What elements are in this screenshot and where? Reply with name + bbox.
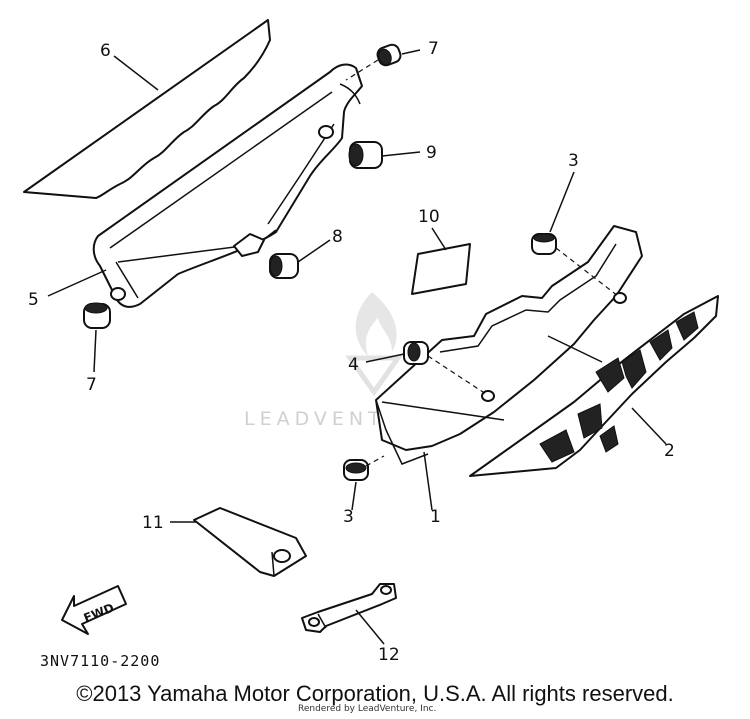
callout-6: 6 — [100, 41, 111, 61]
fwd-arrow: FWD — [61, 585, 127, 635]
rendered-by-note: Rendered by LeadVenture, Inc. — [298, 704, 437, 714]
part-3-grommet-bottom[interactable] — [343, 459, 369, 481]
part-10-label[interactable] — [411, 243, 471, 295]
part-1-side-cover[interactable] — [375, 225, 643, 465]
callout-11: 11 — [142, 513, 164, 533]
part-code: 3NV7110-2200 — [40, 652, 160, 670]
copyright-notice: ©2013 Yamaha Motor Corporation, U.S.A. A… — [76, 681, 674, 706]
callout-10: 10 — [418, 207, 440, 227]
callout-8: 8 — [332, 227, 343, 247]
part-8-grommet[interactable] — [269, 253, 299, 279]
part-3-grommet-top[interactable] — [531, 233, 557, 255]
part-9-damper[interactable] — [348, 141, 383, 169]
part-11-cushion[interactable] — [193, 507, 307, 577]
part-5-bracket[interactable] — [92, 63, 363, 308]
callout-5: 5 — [28, 290, 39, 310]
callout-9: 9 — [426, 143, 437, 163]
callout-4: 4 — [348, 355, 359, 375]
part-7-grommet-top[interactable] — [376, 43, 403, 67]
part-6-strip[interactable] — [23, 19, 271, 199]
callout-2: 2 — [664, 441, 675, 461]
part-12-bracket-arm[interactable] — [301, 583, 397, 633]
part-4-grommet[interactable] — [403, 341, 429, 365]
watermark-logo — [345, 292, 403, 397]
callout-3-bottom: 3 — [343, 507, 354, 527]
callout-7-bottom: 7 — [86, 375, 97, 395]
callout-12: 12 — [378, 645, 400, 665]
callout-7-top: 7 — [428, 39, 439, 59]
part-7-grommet-bottom[interactable] — [83, 302, 111, 329]
part-2-emblem[interactable] — [469, 295, 719, 477]
callout-1: 1 — [430, 507, 441, 527]
leader-lines — [47, 49, 667, 645]
callout-3-top: 3 — [568, 151, 579, 171]
